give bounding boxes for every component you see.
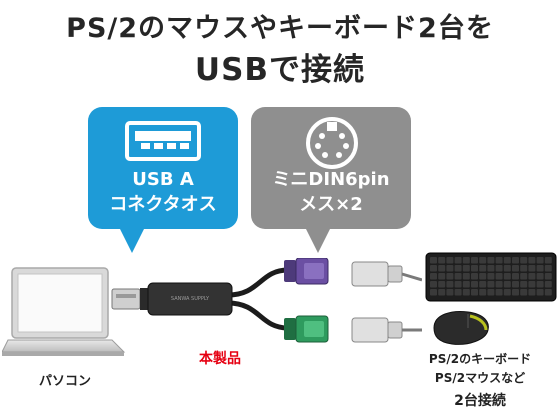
keyboard-key	[479, 289, 487, 296]
keyboard-key	[446, 257, 454, 264]
usb-ps2-adapter-cable: SANWA SUPPLY	[111, 258, 329, 343]
keyboard-key	[438, 273, 446, 280]
usb-a-callout	[88, 107, 238, 229]
keyboard-key	[495, 257, 503, 264]
keyboard-key	[544, 257, 552, 264]
keyboard-key	[487, 273, 495, 280]
keyboard-key	[446, 289, 454, 296]
ps2-mouse-plug	[351, 317, 422, 343]
keyboard-key	[430, 265, 437, 272]
keyboard-key	[536, 265, 544, 272]
usb-a-callout-pointer	[120, 229, 144, 253]
keyboard-key	[479, 257, 487, 264]
keyboard-key	[520, 257, 528, 264]
keyboard-key	[520, 289, 528, 296]
keyboard-key	[520, 281, 528, 288]
keyboard-key	[487, 265, 495, 272]
keyboard-key	[495, 281, 503, 288]
title-line-2: USBで接続	[194, 52, 366, 88]
devices-label-line3: 2台接続	[454, 393, 506, 409]
keyboard-key	[528, 281, 536, 288]
keyboard-key	[495, 273, 503, 280]
mouse-icon	[433, 311, 489, 345]
keyboard-key	[536, 289, 544, 296]
keyboard-key	[462, 257, 470, 264]
keyboard-key	[479, 281, 487, 288]
keyboard-key	[430, 273, 437, 280]
product-logo: SANWA SUPPLY	[171, 296, 210, 302]
keyboard-key	[462, 281, 470, 288]
keyboard-key	[438, 257, 446, 264]
keyboard-key	[454, 265, 462, 272]
keyboard-key	[512, 257, 519, 264]
keyboard-key	[479, 273, 487, 280]
mini-din-callout-line2: メス×2	[299, 194, 363, 215]
keyboard-key	[495, 289, 503, 296]
keyboard-icon	[425, 252, 557, 302]
keyboard-key	[536, 281, 544, 288]
keyboard-key	[503, 273, 511, 280]
title-line-1: PS/2のマウスやキーボード2台を	[66, 13, 494, 44]
keyboard-key	[462, 273, 470, 280]
keyboard-key	[471, 265, 478, 272]
keyboard-key	[454, 273, 462, 280]
keyboard-key	[471, 257, 478, 264]
keyboard-key	[544, 289, 552, 296]
keyboard-key	[495, 265, 503, 272]
keyboard-key	[520, 273, 528, 280]
keyboard-key	[544, 281, 552, 288]
keyboard-key	[438, 281, 446, 288]
keyboard-key	[438, 265, 446, 272]
keyboard-key	[528, 289, 536, 296]
keyboard-key	[487, 281, 495, 288]
keyboard-key	[503, 265, 511, 272]
mini-din-callout-line1: ミニDIN6pin	[272, 169, 390, 190]
devices-label-line1: PS/2のキーボード	[428, 352, 532, 366]
keyboard-key	[528, 257, 536, 264]
keyboard-key	[503, 257, 511, 264]
product-label: 本製品	[199, 351, 241, 367]
keyboard-key	[446, 273, 454, 280]
keyboard-key	[454, 289, 462, 296]
keyboard-key	[536, 257, 544, 264]
keyboard-key	[430, 281, 437, 288]
keyboard-key	[471, 281, 478, 288]
keyboard-key	[503, 289, 511, 296]
keyboard-key	[487, 289, 495, 296]
keyboard-key	[479, 265, 487, 272]
ps2-port-icon	[306, 117, 358, 169]
keyboard-key	[462, 265, 470, 272]
mini-din-callout-pointer	[306, 229, 330, 253]
pc-label: パソコン	[38, 374, 91, 389]
keyboard-key	[471, 273, 478, 280]
keyboard-key	[462, 289, 470, 296]
laptop-icon	[2, 267, 126, 356]
devices-label-line2: PS/2マウスなど	[434, 371, 526, 385]
keyboard-key	[471, 289, 478, 296]
keyboard-key	[512, 289, 519, 296]
keyboard-key	[438, 289, 446, 296]
usb-a-callout-line2: コネクタオス	[109, 194, 217, 215]
keyboard-key	[503, 281, 511, 288]
keyboard-key	[536, 273, 544, 280]
keyboard-key	[446, 265, 454, 272]
keyboard-key	[512, 281, 519, 288]
keyboard-key	[487, 257, 495, 264]
keyboard-key	[512, 273, 519, 280]
ps2-keyboard-plug	[351, 261, 422, 287]
keyboard-key	[528, 273, 536, 280]
keyboard-key	[544, 265, 552, 272]
keyboard-key	[454, 281, 462, 288]
usb-a-callout-line1: USB A	[132, 169, 194, 190]
keyboard-key	[454, 257, 462, 264]
keyboard-key	[528, 265, 536, 272]
keyboard-key	[446, 281, 454, 288]
keyboard-key	[520, 265, 528, 272]
usb-a-port-icon	[125, 121, 201, 161]
keyboard-key	[430, 257, 437, 264]
keyboard-key	[512, 265, 519, 272]
keyboard-key	[544, 273, 552, 280]
keyboard-key	[430, 289, 437, 296]
